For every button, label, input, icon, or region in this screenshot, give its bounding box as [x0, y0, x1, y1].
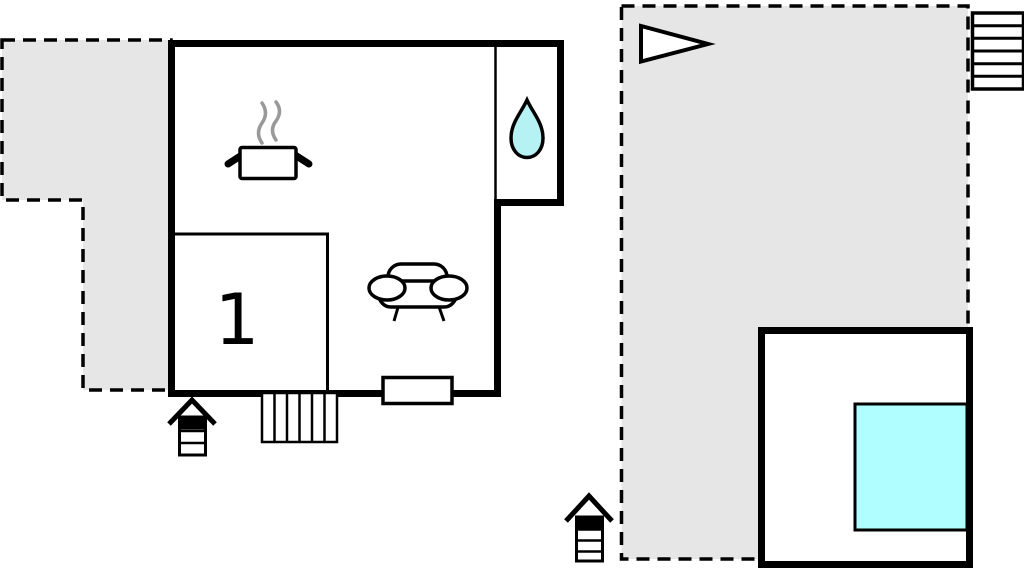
terrace-area	[0, 38, 173, 392]
main-building: 1	[167, 40, 564, 457]
steam-icon	[256, 100, 282, 145]
entrance-steps-icon	[167, 396, 217, 457]
ladder-icon	[970, 11, 1024, 91]
main-building-walls	[168, 40, 564, 397]
direction-arrow-icon	[639, 23, 716, 65]
bedroom-walls	[171, 232, 329, 393]
sofa-icon	[367, 262, 469, 322]
exterior-stairs	[260, 391, 339, 444]
water-drop-icon	[509, 95, 545, 160]
entrance-steps-icon-2	[564, 492, 614, 563]
pool-icon	[853, 402, 969, 532]
door-marker	[381, 375, 454, 406]
pool-house	[758, 327, 973, 568]
room-number: 1	[215, 279, 260, 361]
cooking-pot-icon	[224, 145, 313, 181]
